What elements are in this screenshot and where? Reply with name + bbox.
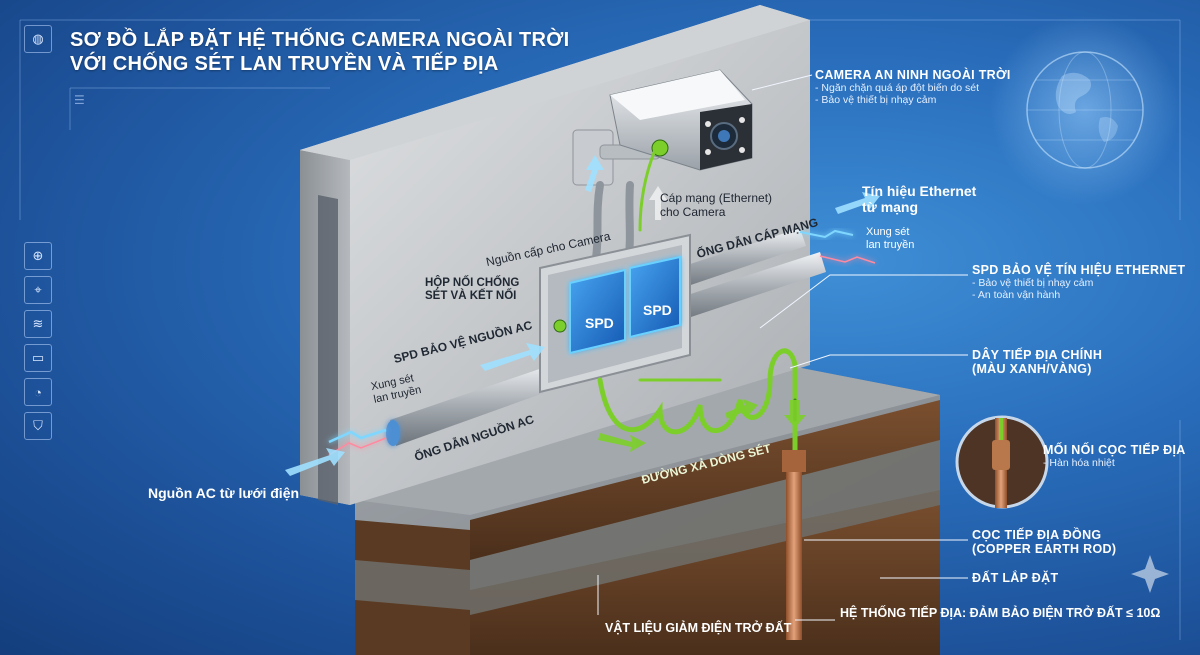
rod-joint-callout: MỐI NỐI CỌC TIẾP ĐỊA - Hàn hóa nhiệt [1043,443,1186,469]
spd-right-label: SPD [643,302,672,318]
flow-arrows [285,155,880,476]
camera-callout: CAMERA AN NINH NGOÀI TRỜI - Ngăn chặn qu… [815,68,1011,107]
spd-ethernet-callout: SPD BẢO VỆ TÍN HIỆU ETHERNET - Bảo vệ th… [972,263,1185,302]
page-title: SƠ ĐỒ LẮP ĐẶT HỆ THỐNG CAMERA NGOÀI TRỜI… [70,28,569,76]
earth-rod-callout: CỌC TIẾP ĐỊA ĐỒNG (COPPER EARTH ROD) [972,528,1116,557]
surge-right-line1: Xung sét [866,226,910,238]
location-icon[interactable]: ⌖ [24,276,52,304]
earth-rod [782,450,806,640]
globe-decoration [990,15,1180,205]
wifi-icon[interactable]: ≋ [24,310,52,338]
spd-left-label: SPD [585,315,614,331]
grounding-system-label: HỆ THỐNG TIẾP ĐỊA: ĐẢM BẢO ĐIỆN TRỞ ĐẤT … [840,606,1161,620]
soil-label: ĐẤT LẮP ĐẶT [972,571,1059,585]
page-title-line2: VỚI CHỐNG SÉT LAN TRUYỀN VÀ TIẾP ĐỊA [70,53,499,75]
monitor-icon[interactable]: ▭ [24,344,52,372]
ground-wire-line1: DÂY TIẾP ĐỊA CHÍNH [972,348,1103,362]
rod-joint-title: MỐI NỐI CỌC TIẾP ĐỊA [1043,443,1186,457]
leader-lines [597,74,968,621]
background-frame [19,19,1181,640]
camera-callout-bullet-2: - Bảo vệ thiết bị nhạy cảm [815,94,937,107]
spd-ethernet-bullet-1: - Bảo vệ thiết bị nhạy cảm [972,277,1094,290]
spd-ethernet-title: SPD BẢO VỆ TÍN HIỆU ETHERNET [972,263,1186,277]
surge-right-line2: lan truyền [866,238,915,251]
junction-box-label: HỘP NỐI CHỐNG SÉT VÀ KẾT NỐI [425,277,519,303]
gauge-icon[interactable]: ◔ [24,378,52,406]
rod-joint-bullet: - Hàn hóa nhiệt [1043,457,1115,470]
document-icon: ☰ [74,93,85,107]
ethernet-signal-label: Tín hiệu Ethernet từ mạng [862,183,976,215]
ethernet-cable-label: Cáp mạng (Ethernet) cho Camera [660,191,773,220]
ethernet-signal-line2: từ mạng [862,199,919,216]
earth-rod-line1: CỌC TIẾP ĐỊA ĐỒNG [972,528,1102,542]
globe-icon[interactable]: ◍ [24,25,52,53]
rod-joint-magnifier [955,415,1049,509]
ethernet-signal-line1: Tín hiệu Ethernet [862,183,977,199]
surge-right-label: Xung sét lan truyền [866,226,914,251]
backfill-label: VẬT LIỆU GIẢM ĐIỆN TRỞ ĐẤT [605,621,792,635]
security-camera [609,69,753,171]
globe-icon[interactable]: ⊕ [24,242,52,270]
shield-icon[interactable]: ⛉ [24,412,52,440]
ground-wire-callout: DÂY TIẾP ĐỊA CHÍNH (MÀU XANH/VÀNG) [972,348,1102,377]
network-conduit [672,228,876,322]
spd-modules [569,255,681,355]
junction-box-line1: HỘP NỐI CHỐNG [425,277,520,289]
camera-callout-title: CAMERA AN NINH NGOÀI TRỜI [815,68,1011,82]
ac-source-label: Nguồn AC từ lưới điện [148,485,300,501]
ac-conduit [328,362,566,456]
ground-wire-line2: (MÀU XANH/VÀNG) [972,362,1092,377]
ethernet-cable-line2: cho Camera [660,204,726,219]
camera-callout-bullet-1: - Ngăn chặn quá áp đột biến do sét [815,82,980,95]
earth-rod-line2: (COPPER EARTH ROD) [972,542,1117,557]
ethernet-cable-line1: Cáp mạng (Ethernet) [660,191,773,205]
sparkle-decoration [1131,555,1169,593]
spd-ethernet-bullet-2: - An toàn vận hành [972,289,1061,302]
page-title-line1: SƠ ĐỒ LẮP ĐẶT HỆ THỐNG CAMERA NGOÀI TRỜI [70,29,570,51]
junction-box-line2: SÉT VÀ KẾT NỐI [425,290,517,303]
